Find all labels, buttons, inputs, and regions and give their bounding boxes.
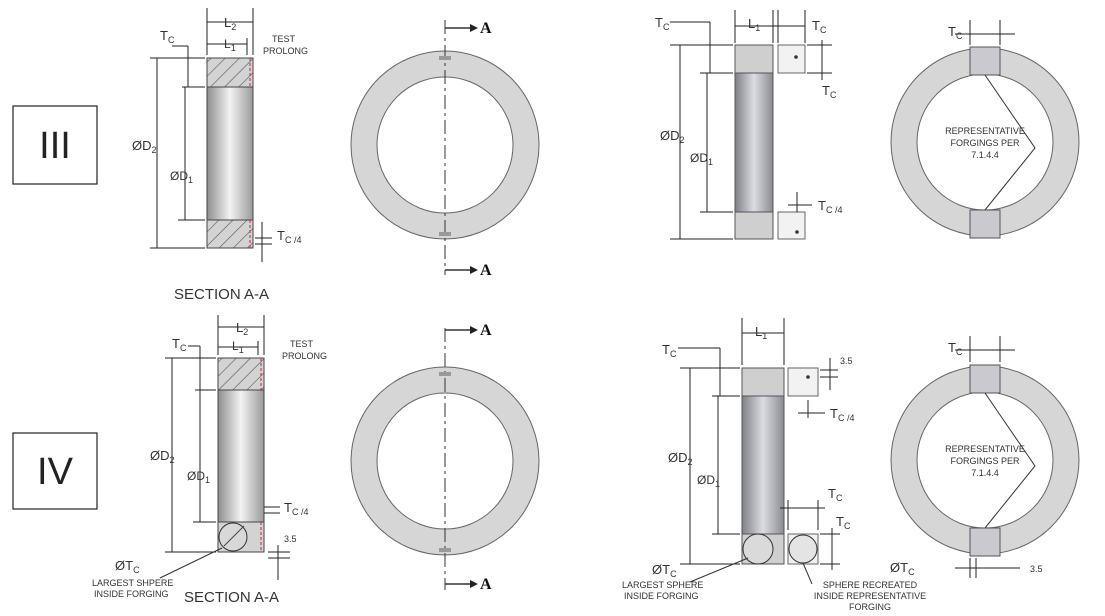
largest-sphere-rep-iv <box>742 533 774 565</box>
row-label-box-iii <box>12 105 98 185</box>
dim-d2-rep-iii: ØD2 <box>660 128 685 145</box>
dim-tc-left-rep-iii: TC <box>655 15 670 32</box>
recreated-note-line3: FORGING <box>849 602 891 612</box>
dim-otc-section-iv: ØTC <box>115 558 140 575</box>
inside-forging-label-rep-iv: INSIDE FORGING <box>624 591 699 601</box>
dim-tc4-rep-iii: TC /4 <box>818 198 842 215</box>
rep-block-top-iv <box>787 367 819 397</box>
dim-d1-rep-iv: ØD1 <box>697 473 720 489</box>
rep-note-line2-iv: FORGINGS PER <box>950 456 1020 466</box>
cut-label-a-top-iii: A <box>480 20 492 37</box>
recreated-note-line2: INSIDE REPRESENTATIVE <box>814 591 926 601</box>
section-view-iv: L2 L1 TEST PROLONG TC ØD2 ØD1 TC /4 3.5 … <box>92 315 327 606</box>
section-view-iii: L2 L1 TEST PROLONG TC ØD2 ØD1 TC /4 SECT… <box>132 8 308 303</box>
representative-ring-iii: TC REPRESENTATIVE FORGINGS PER 7.1.4.4 <box>890 20 1080 239</box>
rep-forging-bottom-iv <box>969 527 1001 557</box>
rep-note-line3-iv: 7.1.4.4 <box>971 468 999 478</box>
dim-l1-iv: L1 <box>232 339 244 355</box>
rep-note-line2-iii: FORGINGS PER <box>950 138 1020 148</box>
largest-shpere-label: LARGEST SHPERE <box>92 578 173 588</box>
largest-sphere-label: LARGEST SPHERE <box>622 580 703 590</box>
row-label-iv: IV <box>37 451 74 493</box>
prolong-label-iv: PROLONG <box>282 351 327 361</box>
ring-view-iii: A A <box>350 20 540 279</box>
dim-tc-top-iii: TC <box>160 28 175 45</box>
dim-3-5-ring-iv: 3.5 <box>1030 564 1043 574</box>
dim-tc4-iv: TC /4 <box>284 500 308 517</box>
hatched-top-iv <box>217 357 265 391</box>
dim-tc-left-rep-iv: TC <box>662 342 677 359</box>
prolong-label-iii: PROLONG <box>263 46 308 56</box>
dim-tc-side-rep-iii: TC <box>822 83 837 100</box>
rep-forging-bottom-iii <box>969 209 1001 239</box>
representative-ring-iv: TC REPRESENTATIVE FORGINGS PER 7.1.4.4 3… <box>890 336 1080 578</box>
row-label-iii: III <box>39 125 71 167</box>
section-label-iii: SECTION A-A <box>174 286 269 303</box>
inside-forging-label-section-iv: INSIDE FORGING <box>94 589 169 599</box>
dim-tc-top-iv: TC <box>172 336 187 353</box>
dim-d2-iv: ØD2 <box>150 448 175 465</box>
rep-note-line1-iv: REPRESENTATIVE <box>945 444 1025 454</box>
dim-otc-rep-iv: ØTC <box>652 562 677 579</box>
row-label-box-iv <box>12 432 98 510</box>
rep-block-top-iii <box>777 44 806 74</box>
rep-block-bottom-iii <box>777 211 806 240</box>
test-label-iv: TEST <box>290 339 314 349</box>
recreated-note-line1: SPHERE RECREATED <box>823 580 918 590</box>
ring-view-iv: A A <box>350 322 540 593</box>
dim-l1-iii: L1 <box>224 37 236 53</box>
dim-tc-right-rep-iv: TC <box>828 486 843 503</box>
rep-forging-top-iii <box>969 46 1001 76</box>
dim-l2-iii: L2 <box>224 15 236 32</box>
cut-label-a-bottom-iii: A <box>480 262 492 279</box>
section-label-iv: SECTION A-A <box>184 589 279 606</box>
rep-forging-top-iv <box>969 364 1001 394</box>
dim-l2-iv: L2 <box>236 320 248 337</box>
dim-tc-ring-iv: TC <box>948 340 963 357</box>
dim-3-5-section-iv: 3.5 <box>284 534 297 544</box>
dim-tc-right2-rep-iv: TC <box>836 514 851 531</box>
cut-label-a-bottom-iv: A <box>480 576 492 593</box>
dim-3-5-rep-iv: 3.5 <box>840 356 853 366</box>
dim-l1-rep-iii: L1 <box>748 16 760 33</box>
dim-d2-rep-iv: ØD2 <box>668 450 693 467</box>
recreated-sphere-iv <box>788 534 818 564</box>
dim-tc-ring-iii: TC <box>948 24 963 41</box>
dim-d1-iv: ØD1 <box>187 469 210 485</box>
test-label-iii: TEST <box>272 34 296 44</box>
dim-l1-rep-iv: L1 <box>755 324 767 341</box>
cut-label-a-top-iv: A <box>480 322 492 339</box>
hatched-top-iii <box>206 57 254 88</box>
dim-otc-ring-iv: ØTC <box>890 560 915 577</box>
dim-d1-iii: ØD1 <box>170 169 193 185</box>
rep-note-line1-iii: REPRESENTATIVE <box>945 126 1025 136</box>
dim-tc-top-rep-iii: TC <box>812 18 827 35</box>
dim-d1-rep-iii: ØD1 <box>690 151 713 167</box>
dim-tc4-rep-iv: TC /4 <box>830 406 854 423</box>
hatched-bottom-iii <box>206 219 254 249</box>
rep-note-line3-iii: 7.1.4.4 <box>971 150 999 160</box>
representative-section-iv: L1 3.5 TC /4 TC TC TC ØD2 ØD1 ØTC <box>622 318 926 612</box>
dim-d2-iii: ØD2 <box>132 138 157 155</box>
representative-section-iii: L1 TC TC TC /4 TC ØD2 ØD1 <box>655 10 842 240</box>
dim-tc4-iii: TC /4 <box>277 228 301 245</box>
